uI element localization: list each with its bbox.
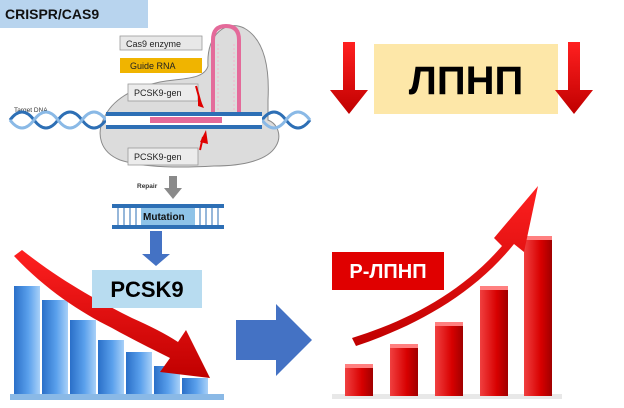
pcsk9-text: PCSK9 xyxy=(110,277,183,302)
gene-bottom-label: PCSK9-gen xyxy=(134,152,182,162)
declining-bar-chart xyxy=(10,250,224,400)
ldl-text: ЛПНП xyxy=(409,59,523,103)
decline-red-arrow xyxy=(14,250,210,378)
gene-top-label: PCSK9-gen xyxy=(134,88,182,98)
blue-bar-2 xyxy=(42,300,68,394)
ldl-down-arrow-left xyxy=(330,42,368,114)
rising-bar-chart xyxy=(332,186,562,399)
guide-rna-label: Guide RNA xyxy=(130,61,176,71)
red-bar-5 xyxy=(524,238,552,396)
blue-bar-3 xyxy=(70,320,96,394)
mutation-label: Mutation xyxy=(143,212,185,223)
flow-down-arrow xyxy=(142,231,170,266)
cas9-label-box: Cas9 enzyme xyxy=(119,35,203,51)
blue-bar-4 xyxy=(98,340,124,394)
repair-label: Repair xyxy=(137,183,158,190)
target-dna: Target DNA xyxy=(8,107,312,130)
red-bar-2 xyxy=(390,346,418,396)
blue-bar-1 xyxy=(14,286,40,394)
red-bar-1 xyxy=(345,366,373,396)
ldl-box xyxy=(374,44,558,114)
target-dna-label: Target DNA xyxy=(14,107,48,114)
gene-bottom-label-box: PCSK9-gen xyxy=(127,147,199,166)
gene-top-label-box: PCSK9-gen xyxy=(127,83,199,102)
cas9-label: Cas9 enzyme xyxy=(126,39,181,49)
pcsk9-box xyxy=(92,270,202,308)
guide-rna-label-box: Guide RNA xyxy=(120,58,202,73)
repair-step: Repair xyxy=(137,176,182,199)
red-bar-3 xyxy=(435,324,463,396)
title-badge: CRISPR/CAS9 xyxy=(0,0,148,28)
ldl-receptor-text: Р-ЛПНП xyxy=(349,261,426,283)
ldl-receptor-indicator: Р-ЛПНП xyxy=(332,252,444,290)
blue-bar-5 xyxy=(126,352,152,394)
mutation-dna: Mutation xyxy=(112,204,224,229)
ldl-receptor-box xyxy=(332,252,444,290)
ldl-indicator: ЛПНП xyxy=(330,42,593,114)
ldl-down-arrow-right xyxy=(555,42,593,114)
pcsk9-indicator: PCSK9 xyxy=(92,270,202,308)
cut-arrows xyxy=(195,85,208,151)
repair-down-arrow xyxy=(164,176,182,199)
red-bar-4 xyxy=(480,288,508,396)
title-text: CRISPR/CAS9 xyxy=(5,6,99,22)
blue-bar-7 xyxy=(182,378,208,394)
flow-right-arrow xyxy=(236,304,312,376)
